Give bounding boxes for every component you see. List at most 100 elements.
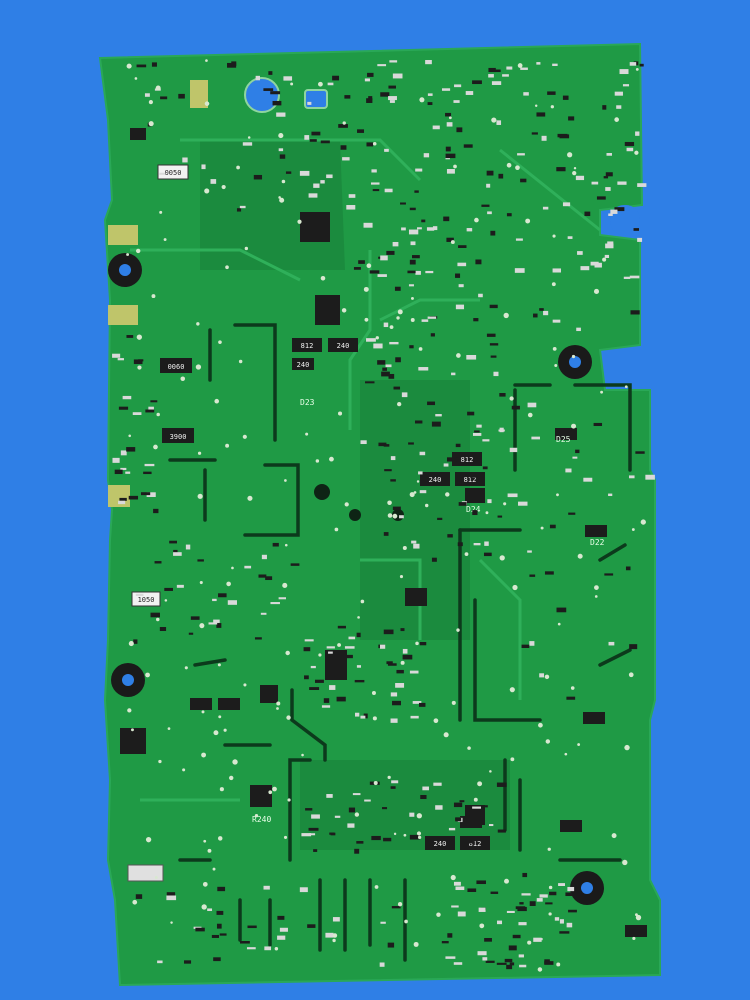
smd-part [144,93,150,97]
smd-part [384,148,389,152]
smd-part [445,146,451,152]
smd-part [485,960,495,963]
smd-part [457,262,467,267]
smd-part [279,154,286,159]
smd-part [527,550,532,553]
smd-part [458,245,467,248]
via [145,672,150,678]
smd-part [388,85,396,89]
smd-part [418,702,426,707]
ref-d25: D25 [556,435,571,444]
smd-part [490,230,496,236]
smd-part [304,135,310,140]
smd-part [567,236,573,239]
via [145,836,152,843]
via [515,165,520,171]
smd-part [392,506,401,511]
smd-part [389,60,398,63]
smd-part [388,96,397,101]
smd-part [382,367,387,371]
via [254,813,259,818]
smd-part [153,508,159,514]
smd-part [400,202,406,205]
smd-part [511,405,520,410]
via [443,732,449,738]
smd-part [126,447,136,452]
smd-part [496,920,503,925]
smd-part [520,67,528,70]
smd-part [504,958,513,963]
via [137,365,142,370]
via [341,308,347,313]
smd-part [568,512,576,515]
via [503,502,507,506]
via [624,385,628,389]
via [201,752,207,758]
smd-components [112,60,655,970]
smd-part [552,319,561,323]
smd-part [272,542,279,547]
smd-part [421,319,429,322]
smd-part [549,524,556,529]
via [242,434,247,439]
smd-part [408,442,414,445]
smd-part [584,211,591,217]
via [410,296,414,300]
smd-part [356,841,364,844]
smd-part [617,181,627,185]
via [276,707,279,710]
smd-part [533,937,542,942]
isolation-slots [168,323,632,962]
via [397,902,403,907]
smd-part [323,698,330,703]
smd-part [443,216,450,222]
via [360,599,365,604]
via [156,617,160,622]
via [281,179,286,184]
via [135,248,141,254]
smd-part [157,960,163,964]
smd-part [512,934,521,939]
copper-traces [130,138,601,802]
via [126,253,130,256]
smd-part [380,255,388,261]
via [247,136,251,139]
smd-part [166,892,176,896]
smd-part [453,962,463,965]
smd-part [410,715,419,719]
smd-part [490,891,499,894]
via [164,599,168,602]
via [474,217,479,223]
smd-part [231,61,237,66]
smd-part [427,401,436,406]
smd-part [408,284,414,287]
smd-part [565,892,573,897]
smd-part [393,386,401,390]
via [611,833,617,839]
label-0050: 0050 [165,169,182,177]
via [219,787,224,792]
smd-part [389,341,399,345]
smd-part [633,228,640,231]
label-0060: 0060 [168,363,185,371]
smd-part [427,93,433,96]
smd-part [386,250,395,255]
smd-part [213,957,221,962]
smd-part [135,593,144,596]
via [572,171,577,176]
via [278,133,284,139]
smd-part [639,63,644,67]
smd-part [247,925,257,929]
smd-part [629,62,637,66]
via [593,288,600,294]
via [244,246,249,251]
via [130,728,134,732]
label-1050: 1050 [138,596,155,604]
smd-part [531,132,538,135]
smd-part [173,549,178,555]
smd-part [304,675,309,680]
smd-part [455,273,461,278]
smd-part [264,946,272,951]
via [557,622,561,626]
smd-part [125,471,131,474]
